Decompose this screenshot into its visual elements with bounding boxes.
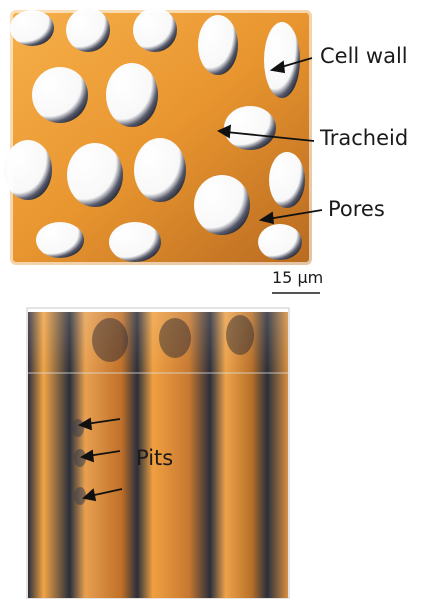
label-pores: Pores [328, 197, 385, 221]
pit-marks [72, 419, 86, 505]
label-tracheid: Tracheid [320, 126, 409, 150]
longitudinal-section-image [26, 307, 290, 599]
arrow-pores [258, 209, 323, 225]
annotation-arrows-bottom [77, 417, 123, 502]
label-pits: Pits [136, 446, 174, 470]
arrow-pit-2 [79, 449, 121, 463]
arrow-tracheid [217, 124, 315, 142]
label-cell-wall: Cell wall [320, 44, 408, 68]
cell-lumens [4, 8, 305, 262]
scale-bar-label: 15 µm [272, 268, 324, 287]
arrow-pit-1 [77, 417, 121, 431]
arrow-pit-3 [82, 488, 123, 502]
cross-section-image [4, 0, 425, 300]
annotation-arrows-top [217, 57, 323, 225]
arrow-cell-wall [269, 57, 313, 74]
